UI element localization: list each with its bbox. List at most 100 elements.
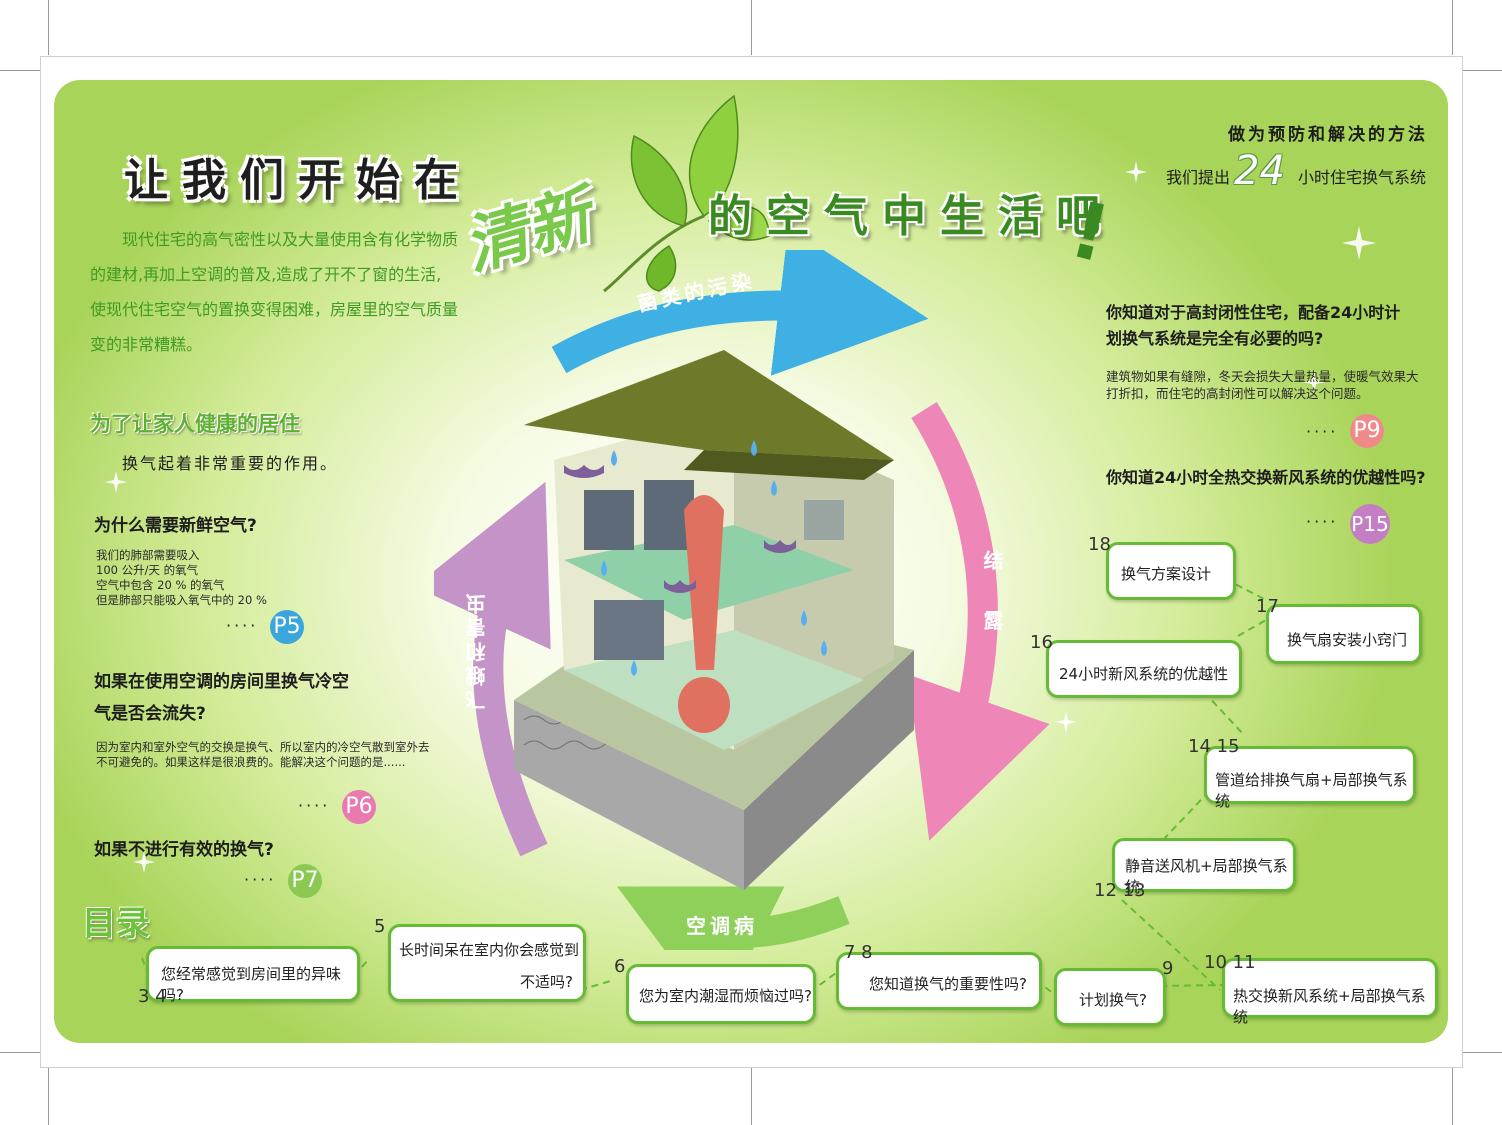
page-dots: ···· bbox=[226, 616, 259, 635]
sparkle-decorations bbox=[105, 161, 1376, 873]
right-question-body-line: 打折扣，而住宅的高封闭性可以解决这个问题。 bbox=[1106, 386, 1369, 401]
arrow-bottom bbox=[616, 886, 850, 950]
crop-mark bbox=[751, 1068, 752, 1125]
page-dots: ···· bbox=[1306, 422, 1339, 441]
toc-item-nums: 16 bbox=[1030, 632, 1053, 653]
page-dots: ···· bbox=[1306, 512, 1339, 531]
right-question-body-line: 建筑物如果有缝隙，冬天会损失大量热量，使暖气效果大 bbox=[1106, 369, 1419, 384]
question-body-line: 空气中包含 20 % 的氧气 bbox=[96, 578, 225, 592]
page-badge-p15[interactable]: P15 bbox=[1350, 504, 1390, 544]
page-badge-p5[interactable]: P5 bbox=[270, 610, 304, 644]
toc-item-nums: 7 8 bbox=[844, 942, 873, 963]
crop-mark bbox=[1462, 70, 1502, 71]
headline-part1: 让我们开始在 bbox=[124, 155, 472, 206]
intro-line: 现代住宅的高气密性以及大量使用含有化学物质 bbox=[122, 230, 459, 249]
page-border bbox=[40, 56, 41, 1068]
question-body-line: 但是肺部只能吸入氧气中的 20 % bbox=[96, 593, 267, 607]
toc-item-label-line2: 不适吗? bbox=[520, 973, 573, 991]
toc-item-9[interactable]: 计划换气? bbox=[1054, 968, 1166, 1026]
question-body: 我们的肺部需要吸入 100 公升/天 的氧气 空气中包含 20 % 的氧气 但是… bbox=[96, 548, 267, 608]
right-question-title: 你知道对于高封闭性住宅，配备24小时计 划换气系统是完全有必要的吗? bbox=[1106, 300, 1400, 352]
toc-item-6[interactable]: 您为室内潮湿而烦恼过吗? bbox=[626, 964, 816, 1024]
headline-part2: 的空气中生活吧 bbox=[708, 191, 1114, 242]
toc-item-label: 长时间呆在室内你会感觉到 bbox=[399, 941, 580, 959]
question-body-line: 我们的肺部需要吸入 bbox=[96, 548, 200, 562]
question-title: 如果在使用空调的房间里换气冷空 bbox=[94, 672, 349, 692]
page-dots: ···· bbox=[298, 796, 331, 815]
toc-item-7-8[interactable]: 您知道换气的重要性吗? bbox=[836, 952, 1042, 1010]
page-dots: ···· bbox=[244, 870, 277, 889]
toc-item-10-11[interactable]: 热交换新风系统+局部换气系统 bbox=[1222, 958, 1438, 1026]
toc-item-nums: 18 bbox=[1088, 534, 1111, 555]
question-body-line: 因为室内和室外空气的交换是换气、所以室内的冷空气散到室外去 bbox=[96, 740, 430, 754]
toc-item-17[interactable]: 换气扇安装小窍门 bbox=[1266, 604, 1422, 664]
toc-item-label: 计划换气? bbox=[1079, 991, 1147, 1009]
page-border bbox=[40, 56, 1462, 57]
question-title: 如果不进行有效的换气? bbox=[94, 840, 274, 860]
toc-item-label: 24小时新风系统的优越性 bbox=[1059, 665, 1229, 683]
top-right-line2b: 小时住宅换气系统 bbox=[1298, 168, 1427, 187]
arrow-left bbox=[434, 481, 551, 857]
toc-item-18[interactable]: 换气方案设计 bbox=[1106, 542, 1236, 600]
crop-mark bbox=[0, 70, 40, 71]
toc-item-label: 您知道换气的重要性吗? bbox=[869, 975, 1027, 993]
intro-line: 变的非常糟糕。 bbox=[90, 335, 203, 354]
crop-mark bbox=[48, 0, 49, 55]
toc-item-nums: 14 15 bbox=[1188, 736, 1240, 757]
crop-mark bbox=[1452, 1068, 1453, 1125]
house-illustration bbox=[514, 350, 914, 890]
toc-item-nums: 10 11 bbox=[1204, 952, 1256, 973]
toc-title: 目录 bbox=[82, 904, 150, 944]
question-body-line: 不可避免的。如果这样是很浪费的。能解决这个问题的是...... bbox=[96, 755, 406, 769]
toc-item-3-4[interactable]: 您经常感觉到房间里的异味吗? bbox=[146, 946, 360, 1004]
toc-item-label: 热交换新风系统+局部换气系统 bbox=[1233, 987, 1426, 1026]
intro-paragraph: 现代住宅的高气密性以及大量使用含有化学物质 的建材,再加上空调的普及,造成了开不… bbox=[90, 222, 510, 362]
right-question-body: 建筑物如果有缝隙，冬天会损失大量热量，使暖气效果大 打折扣，而住宅的高封闭性可以… bbox=[1106, 368, 1419, 402]
question-body: 因为室内和室外空气的交换是换气、所以室内的冷空气散到室外去 不可避免的。如果这样… bbox=[96, 740, 430, 770]
page-badge-p6[interactable]: P6 bbox=[342, 790, 376, 824]
page-border bbox=[40, 1067, 1462, 1068]
page-badge-p9[interactable]: P9 bbox=[1350, 414, 1384, 448]
toc-item-label: 换气方案设计 bbox=[1121, 565, 1212, 583]
leaf-icon bbox=[603, 94, 770, 293]
right-question-title-line: 划换气系统是完全有必要的吗? bbox=[1106, 329, 1324, 348]
crop-mark bbox=[1452, 0, 1453, 55]
toc-item-label: 管道给排换气扇+局部换气系统 bbox=[1215, 771, 1408, 810]
toc-item-nums: 6 bbox=[614, 956, 626, 977]
arrow-top bbox=[551, 250, 929, 376]
question-body-line: 100 公升/天 的氧气 bbox=[96, 563, 199, 577]
health-sub: 换气起着非常重要的作用。 bbox=[122, 454, 339, 473]
toc-item-nums: 17 bbox=[1256, 596, 1279, 617]
cycle-arrows bbox=[434, 250, 1050, 950]
toc-item-nums: 5 bbox=[374, 916, 386, 937]
intro-line: 的建材,再加上空调的普及,造成了开不了窗的生活, bbox=[90, 265, 442, 284]
question-title-line2: 气是否会流失? bbox=[94, 704, 206, 724]
toc-item-label: 换气扇安装小窍门 bbox=[1287, 631, 1408, 649]
toc-item-nums: 9 bbox=[1162, 958, 1174, 979]
right-question-title: 你知道24小时全热交换新风系统的优越性吗? bbox=[1106, 468, 1426, 487]
toc-item-label: 您为室内潮湿而烦恼过吗? bbox=[639, 987, 812, 1005]
cycle-label-right: 结露 bbox=[980, 550, 1004, 670]
toc-item-nums: 3 4 bbox=[138, 986, 167, 1007]
health-title: 为了让家人健康的居住 bbox=[90, 412, 300, 436]
crop-mark bbox=[1462, 1052, 1502, 1053]
top-right-24: 24 bbox=[1234, 148, 1285, 194]
right-question-title-line: 你知道对于高封闭性住宅，配备24小时计 bbox=[1106, 303, 1401, 322]
crop-mark bbox=[751, 0, 752, 55]
toc-item-12-13[interactable]: 静音送风机+局部换气系统 bbox=[1112, 838, 1296, 896]
toc-item-14-15[interactable]: 管道给排换气扇+局部换气系统 bbox=[1204, 746, 1416, 810]
crop-mark bbox=[48, 1068, 49, 1125]
cycle-label-bottom: 空调病 bbox=[686, 914, 758, 938]
toc-item-label: 静音送风机+局部换气系统 bbox=[1125, 857, 1288, 896]
toc-item-label: 您经常感觉到房间里的异味吗? bbox=[161, 965, 342, 1004]
toc-connectors bbox=[141, 567, 1267, 1001]
toc-item-nums: 12 13 bbox=[1094, 880, 1146, 901]
intro-line: 使现代住宅空气的置换变得困难，房屋里的空气质量 bbox=[90, 300, 459, 319]
page-badge-p7[interactable]: P7 bbox=[288, 864, 322, 898]
toc-item-16[interactable]: 24小时新风系统的优越性 bbox=[1046, 640, 1242, 698]
crop-mark bbox=[0, 1052, 40, 1053]
arrow-right bbox=[907, 402, 1050, 841]
top-right-line1: 做为预防和解决的方法 bbox=[1228, 125, 1428, 145]
poster-panel: 让我们开始在 清新 的空气中生活吧 ! 现代住宅的高气密性以及大量使用含有化学物… bbox=[54, 80, 1448, 1043]
toc-item-5[interactable]: 长时间呆在室内你会感觉到 不适吗? bbox=[388, 924, 586, 1002]
